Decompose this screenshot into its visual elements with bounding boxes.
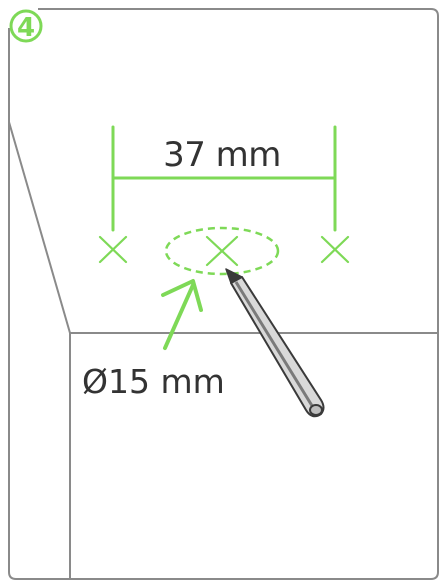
pencil-end	[309, 404, 323, 416]
pencil-tip	[225, 268, 243, 284]
spacing-label: 37 mm	[163, 135, 281, 175]
hole-arrow	[161, 279, 203, 350]
step-badge: 4	[9, 9, 43, 43]
hole-outline	[164, 226, 280, 276]
diagonal-edge	[8, 121, 71, 334]
step-number: 4	[17, 13, 35, 43]
arrow-head	[161, 279, 203, 312]
cabinet-perspective	[8, 121, 438, 579]
panel-outline	[8, 8, 439, 580]
arrow-shaft	[163, 283, 195, 350]
step-badge-circle	[9, 9, 43, 43]
hole-diameter-label: Ø15 mm	[82, 362, 225, 401]
panel-top-edge	[8, 8, 439, 580]
cross-mark-left-icon	[98, 235, 128, 264]
pencil-shade	[234, 281, 316, 410]
cross-mark-right-icon	[320, 235, 350, 264]
pencil-icon	[225, 268, 325, 418]
spacing-dimension	[111, 125, 337, 232]
cross-mark-center-icon	[205, 235, 239, 267]
